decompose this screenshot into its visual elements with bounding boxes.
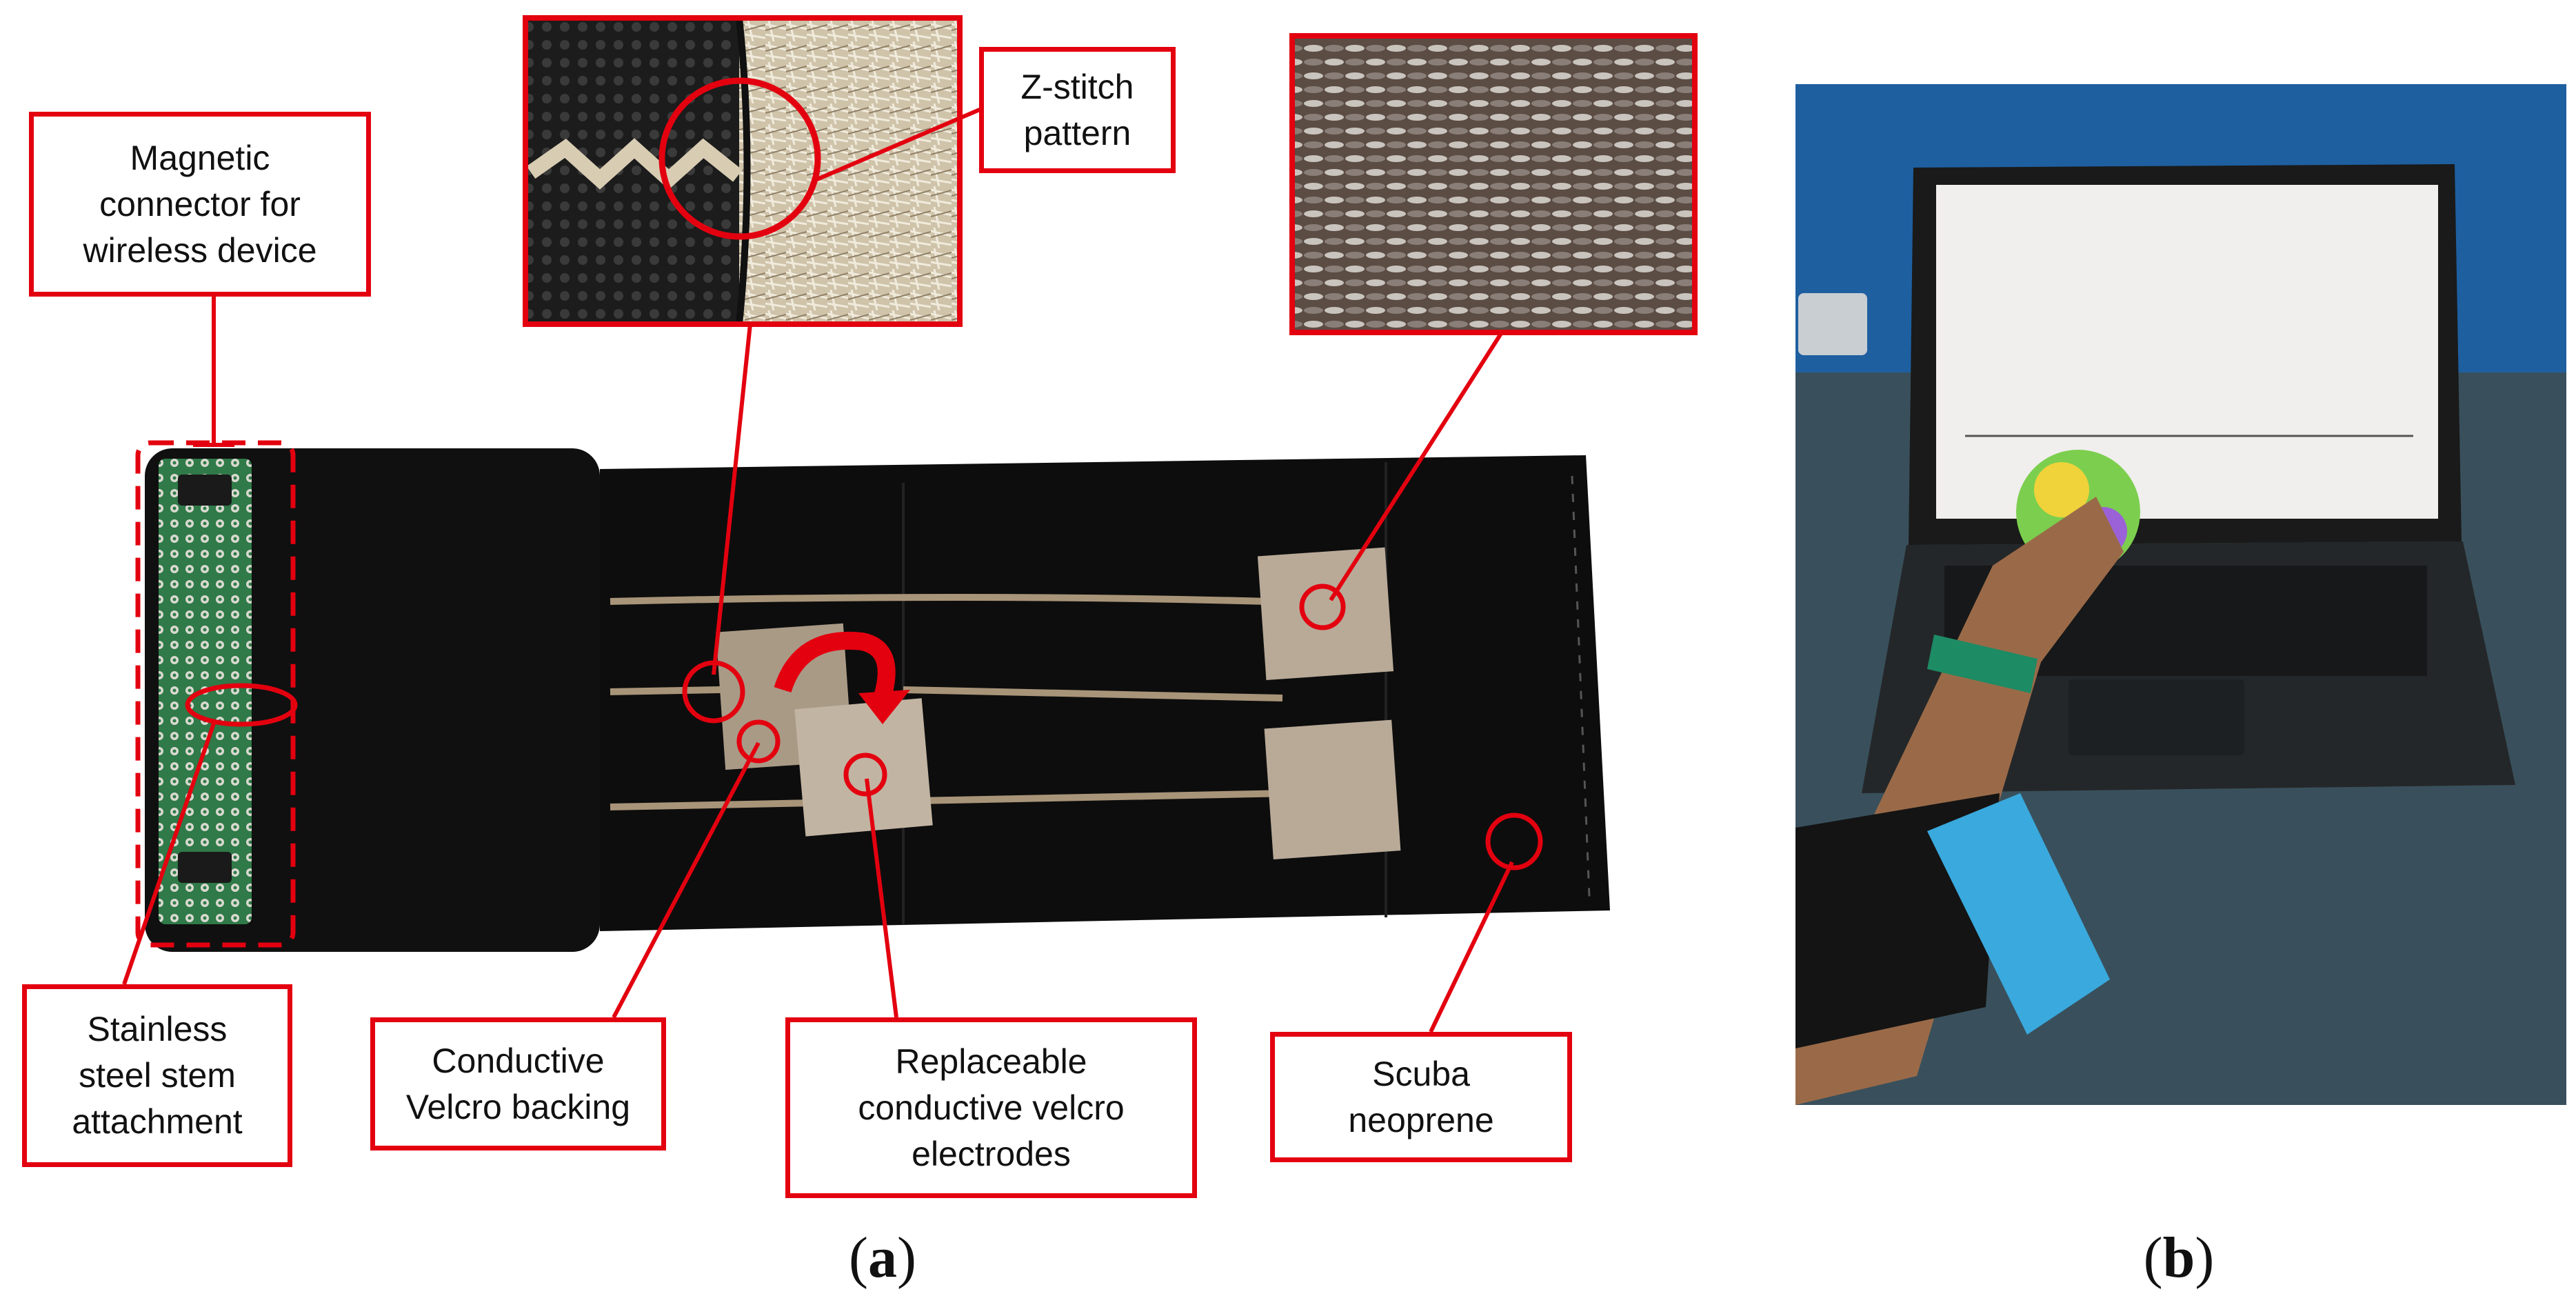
callout-replaceable-electrodes: Replaceable conductive velcro electrodes [785,1017,1197,1198]
wireless-device [1927,793,2110,1035]
panel-label-a: (a) [849,1226,916,1290]
callout-z-stitch-pattern: Z-stitch pattern [979,47,1176,173]
laptop-screen [1936,185,2438,519]
velcro-electrode [1264,719,1401,860]
rotate-arrow-icon [774,631,910,724]
zstitch-inset [523,15,963,327]
neoprene-left-flap [145,448,600,952]
callout-scuba-neoprene: Scuba neoprene [1270,1032,1572,1162]
magnetic-connector-bottom [178,852,232,883]
callout-stainless-steel-stem: Stainless steel stem attachment [22,984,292,1167]
marker-circles [185,584,1543,870]
panel-label-b: (b) [2143,1226,2215,1290]
leader-lines [122,107,1514,1033]
velcro-electrode [1257,547,1394,681]
callout-conductive-velcro-backing: Conductive Velcro backing [370,1017,666,1150]
conductive-threads [610,594,1290,810]
weave-inset [1289,33,1698,335]
magnetic-connector-top [178,475,232,506]
laptop-photo [1795,84,2566,1105]
armband-photo [135,440,1610,952]
velcro-electrode [794,698,933,837]
callout-magnetic-connector: Magnetic connector for wireless device [29,112,371,297]
